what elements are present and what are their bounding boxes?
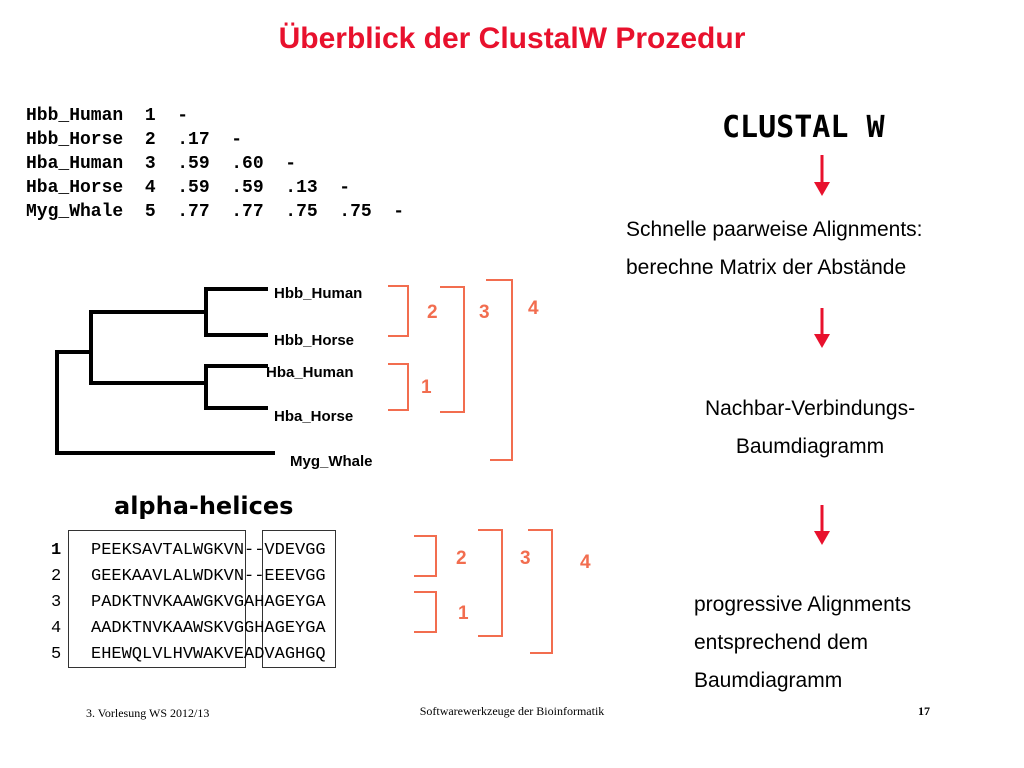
- footer-lecture: 3. Vorlesung WS 2012/13: [86, 706, 210, 720]
- step-2-line-1: Nachbar-Verbindungs-: [704, 397, 916, 420]
- step-progressive-alignment: progressive Alignments entsprechend dem …: [694, 586, 911, 700]
- tree-group-number-1: 1: [421, 377, 432, 398]
- matrix-cell: .59: [231, 178, 286, 198]
- matrix-row-index: 3: [144, 154, 178, 174]
- matrix-row-name: Hba_Human: [26, 154, 145, 174]
- alignment-row-index: 1: [51, 541, 62, 560]
- matrix-cell: -: [231, 130, 286, 150]
- step-3-line-3: Baumdiagramm: [694, 669, 843, 692]
- step-2-line-2: Baumdiagramm: [735, 435, 885, 458]
- matrix-row-name: Hbb_Human: [26, 106, 145, 126]
- matrix-cell: .75: [285, 202, 340, 222]
- arrow-3: [814, 505, 830, 545]
- alignment-row: 1 PEEKSAVTALWGKVN--VDEVGG: [51, 538, 326, 564]
- alpha-helices-heading: alpha-helices: [114, 492, 294, 520]
- matrix-cell: .13: [285, 178, 340, 198]
- alignment-row-index: 3: [51, 593, 62, 612]
- alignment-group-number-3: 3: [520, 548, 531, 569]
- matrix-cell: -: [177, 106, 232, 126]
- matrix-cell: .59: [177, 178, 232, 198]
- helix-box-1: [68, 530, 246, 668]
- alignment-group-number-4: 4: [580, 552, 591, 573]
- tree-group-number-4: 4: [528, 298, 539, 319]
- arrow-2: [814, 308, 830, 348]
- arrow-1: [814, 155, 830, 196]
- matrix-cell: .75: [339, 202, 394, 222]
- slide-title: Überblick der ClustalW Prozedur: [278, 22, 746, 55]
- alignment-brackets: [414, 529, 553, 654]
- alignment-row-sequence: EHEWQLVLHVWAKVEADVAGHGQ: [91, 645, 326, 664]
- tree-leaf-hba-horse: Hba_Horse: [274, 408, 354, 425]
- matrix-row: Hbb_Human 1 -: [26, 104, 447, 128]
- matrix-cell: .77: [231, 202, 286, 222]
- alignment-row-index: 4: [51, 619, 62, 638]
- sequence-alignment: 1 PEEKSAVTALWGKVN--VDEVGG 2 GEEKAAVLALWDKVN…: [51, 538, 326, 668]
- matrix-row-index: 2: [144, 130, 178, 150]
- step-pairwise-alignments: Schnelle paarweise Alignments: berechne …: [626, 211, 923, 287]
- alignment-group-number-2: 2: [456, 548, 467, 569]
- alignment-row-index: 2: [51, 567, 62, 586]
- matrix-cell: .59: [177, 154, 232, 174]
- matrix-cell: .17: [177, 130, 232, 150]
- step-3-line-1: progressive Alignments: [694, 593, 912, 616]
- alignment-row: 2 GEEKAAVLALWDKVN--EEEVGG: [51, 564, 326, 590]
- matrix-row-index: 5: [144, 202, 178, 222]
- matrix-row: Hba_Horse 4 .59 .59 .13 -: [26, 176, 447, 200]
- matrix-row-name: Hba_Horse: [26, 178, 145, 198]
- tree-group-number-2: 2: [427, 302, 438, 323]
- step-neighbor-joining: Nachbar-Verbindungs- Baumdiagramm: [640, 390, 980, 466]
- tree-leaf-hbb-human: Hbb_Human: [274, 285, 363, 302]
- alignment-row-sequence: AADKTNVKAAWSKVGGHAGEYGA: [91, 619, 326, 638]
- step-1-line-2: berechne Matrix der Abstände: [626, 256, 907, 279]
- guide-tree: [55, 287, 275, 455]
- alignment-row: 4 AADKTNVKAAWSKVGGHAGEYGA: [51, 616, 326, 642]
- matrix-row-name: Hbb_Horse: [26, 130, 145, 150]
- matrix-row-index: 1: [144, 106, 178, 126]
- matrix-row: Myg_Whale 5 .77 .77 .75 .75 -: [26, 200, 447, 224]
- matrix-row-name: Myg_Whale: [26, 202, 145, 222]
- alignment-row: 3 PADKTNVKAAWGKVGAHAGEYGA: [51, 590, 326, 616]
- matrix-row: Hba_Human 3 .59 .60 -: [26, 152, 447, 176]
- distance-matrix: Hbb_Human 1 - Hbb_Horse 2 .17 - Hba_Huma…: [26, 104, 447, 224]
- step-3-line-2: entsprechend dem: [694, 631, 868, 654]
- footer-course: Softwarewerkzeuge der Bioinformatik: [419, 704, 605, 718]
- tree-leaf-hba-human: Hba_Human: [266, 364, 354, 381]
- clustal-w-heading: CLUSTAL W: [722, 110, 885, 145]
- matrix-row-index: 4: [144, 178, 178, 198]
- alignment-row-sequence: PEEKSAVTALWGKVN--VDEVGG: [91, 541, 326, 560]
- matrix-row: Hbb_Horse 2 .17 -: [26, 128, 447, 152]
- matrix-cell: -: [285, 154, 340, 174]
- matrix-cell: .77: [177, 202, 232, 222]
- alignment-row-sequence: PADKTNVKAAWGKVGAHAGEYGA: [91, 593, 326, 612]
- tree-leaf-myg-whale: Myg_Whale: [290, 453, 373, 470]
- alignment-row-sequence: GEEKAAVLALWDKVN--EEEVGG: [91, 567, 326, 586]
- tree-leaf-hbb-horse: Hbb_Horse: [274, 332, 355, 349]
- alignment-row: 5 EHEWQLVLHVWAKVEADVAGHGQ: [51, 642, 326, 668]
- tree-brackets: [388, 279, 513, 461]
- matrix-cell: -: [339, 178, 394, 198]
- helix-box-2: [262, 530, 336, 668]
- step-1-line-1: Schnelle paarweise Alignments:: [626, 218, 923, 241]
- alignment-row-index: 5: [51, 645, 62, 664]
- alignment-group-number-1: 1: [458, 603, 469, 624]
- matrix-cell: -: [393, 202, 448, 222]
- page-number: 17: [918, 704, 930, 718]
- matrix-cell: .60: [231, 154, 286, 174]
- tree-group-number-3: 3: [479, 302, 490, 323]
